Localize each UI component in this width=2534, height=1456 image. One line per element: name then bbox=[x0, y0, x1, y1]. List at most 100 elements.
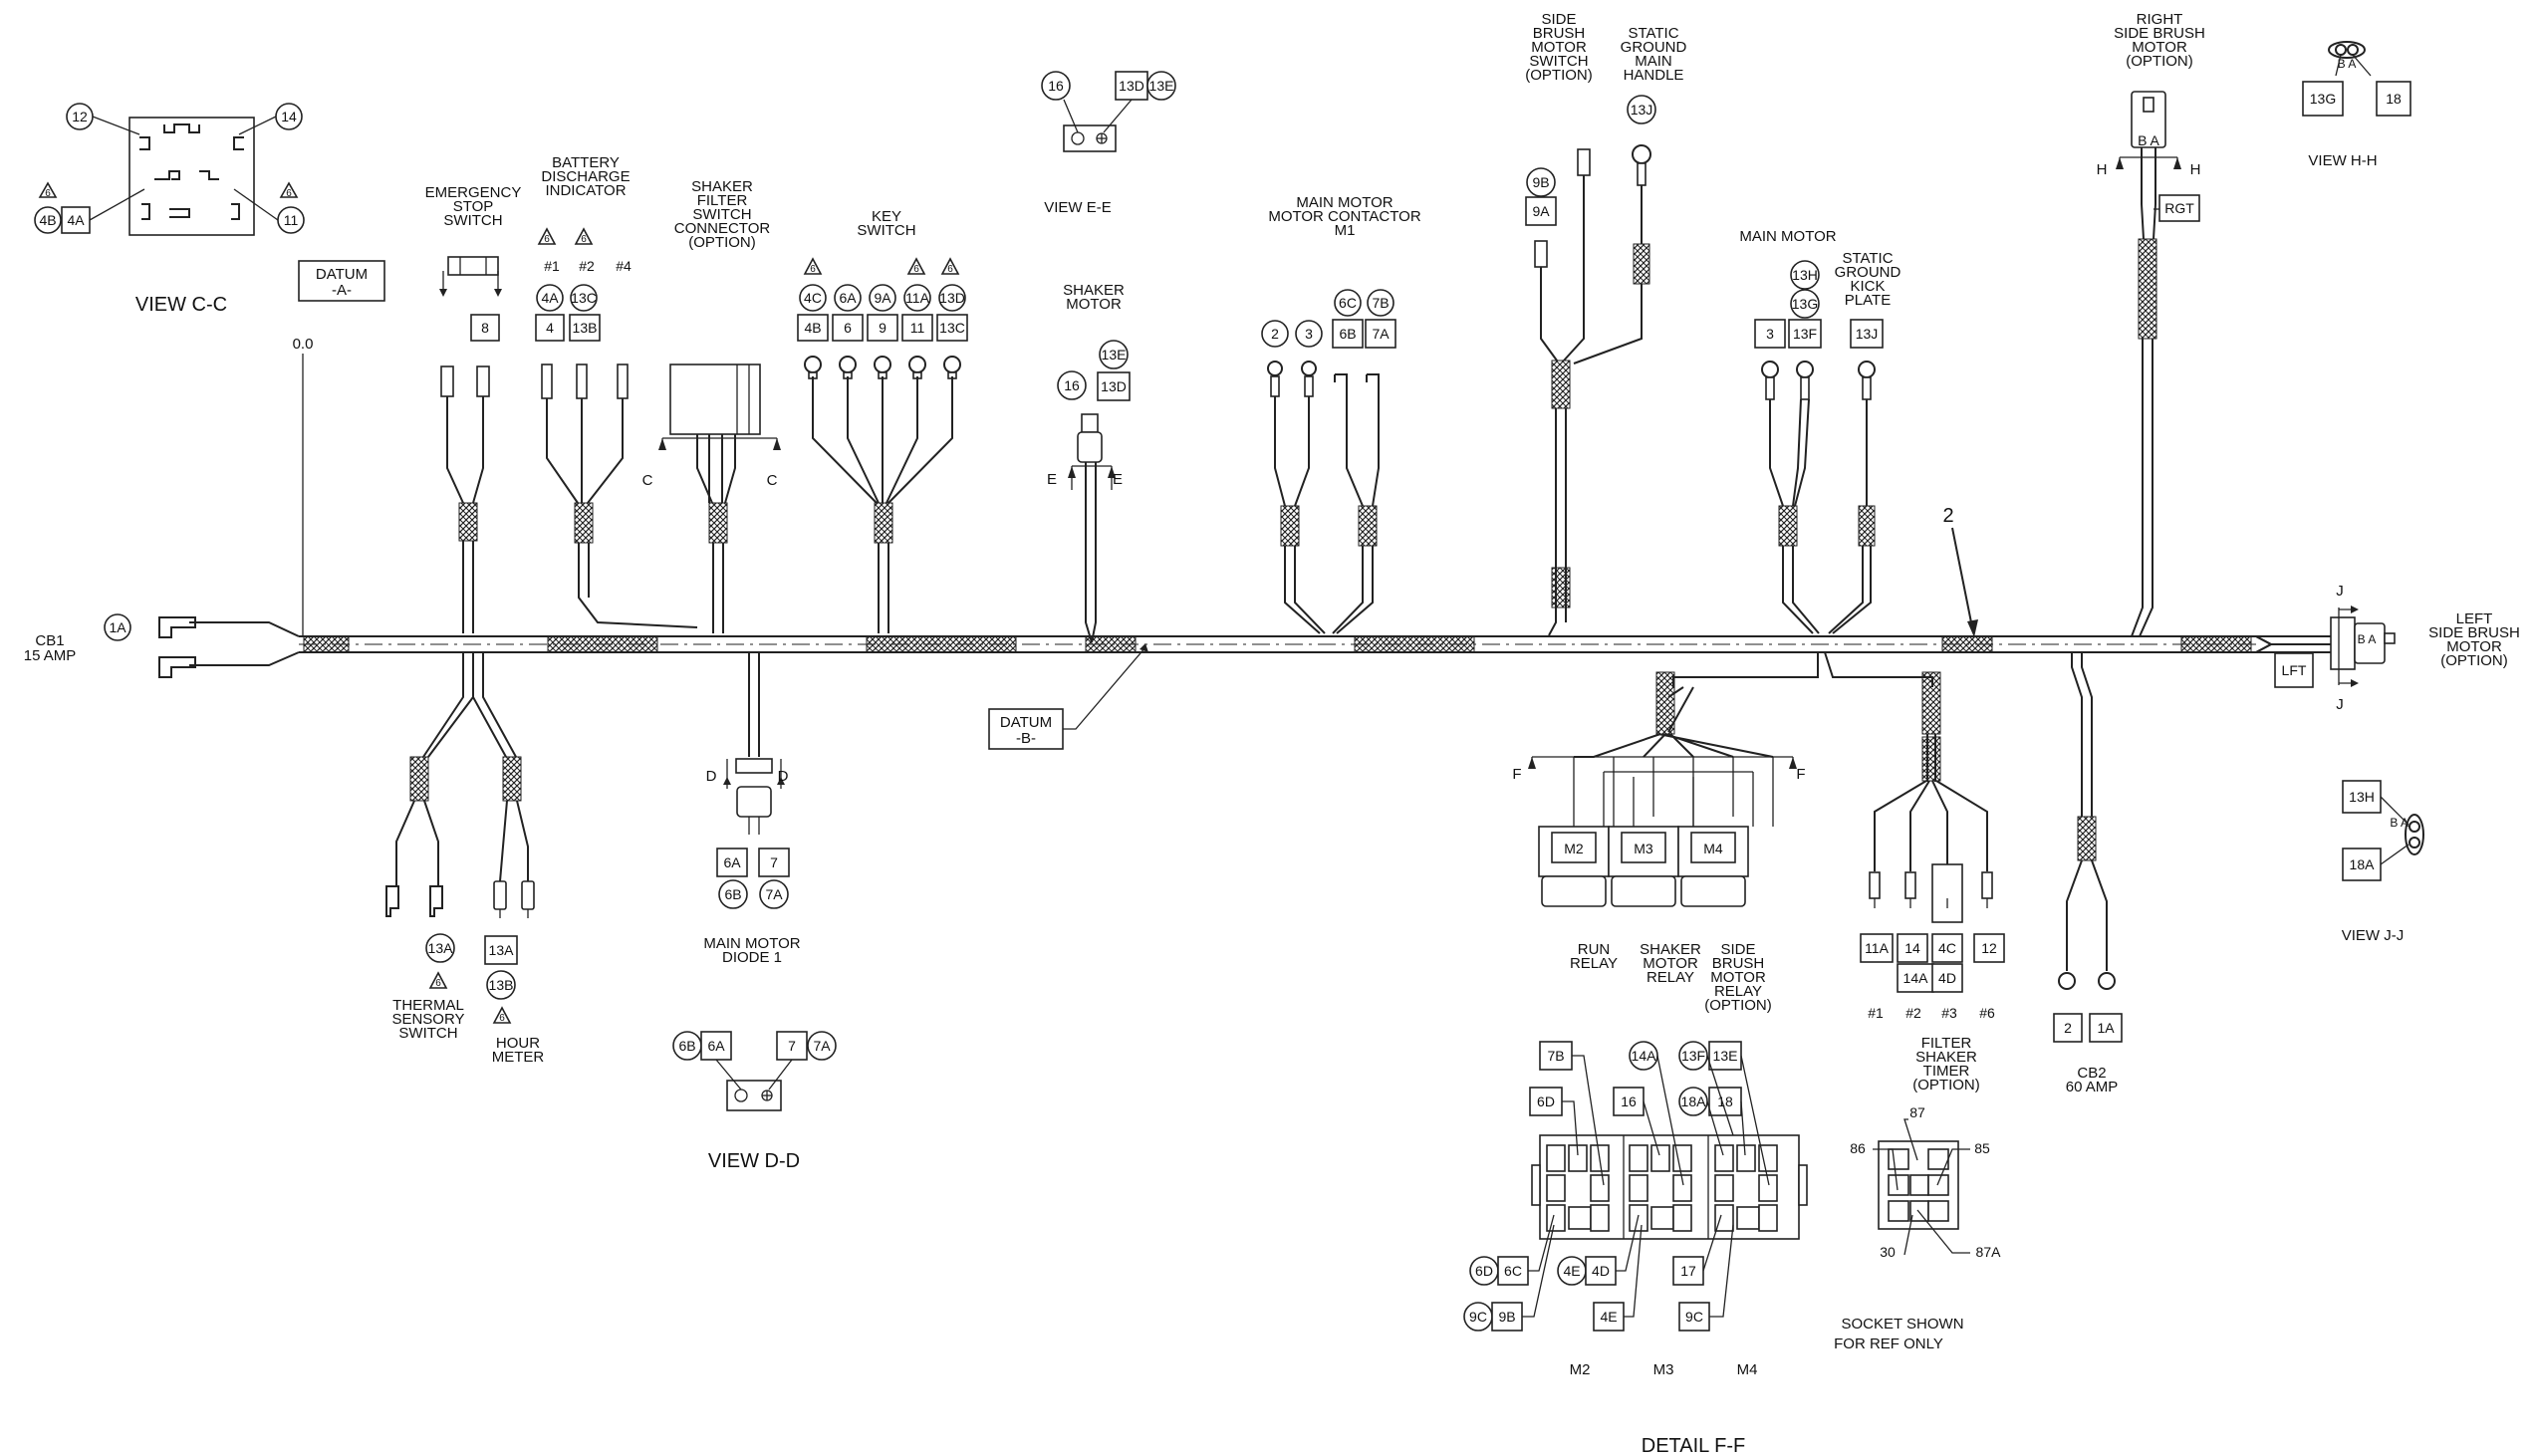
cb2-breaker: 2 1A CB2 60 AMP bbox=[2053, 652, 2123, 1095]
svg-text:11A: 11A bbox=[1865, 940, 1890, 956]
svg-text:13H: 13H bbox=[1792, 267, 1818, 283]
svg-text:B A: B A bbox=[2138, 132, 2159, 148]
svg-text:C: C bbox=[767, 472, 778, 489]
svg-text:M1: M1 bbox=[1335, 222, 1356, 239]
svg-text:1A: 1A bbox=[2097, 1020, 2115, 1036]
svg-text:MAIN: MAIN bbox=[1635, 53, 1672, 70]
ring-terminal bbox=[874, 356, 891, 373]
svg-text:FOR REF ONLY: FOR REF ONLY bbox=[1834, 1335, 1943, 1352]
svg-text:(OPTION): (OPTION) bbox=[2440, 652, 2508, 669]
svg-text:HOUR: HOUR bbox=[496, 1035, 540, 1052]
svg-text:(OPTION): (OPTION) bbox=[1912, 1077, 1980, 1093]
svg-text:SOCKET SHOWN: SOCKET SHOWN bbox=[1841, 1316, 1963, 1333]
wire-box bbox=[797, 314, 829, 342]
svg-text:6A: 6A bbox=[723, 854, 741, 870]
main-motor-diode: D D 6A 7 6B 7A MAIN MOTOR DIODE 1 bbox=[703, 652, 801, 966]
svg-text:LEFT: LEFT bbox=[2456, 610, 2493, 627]
svg-text:GROUND: GROUND bbox=[1621, 39, 1687, 56]
svg-text:DETAIL F-F: DETAIL F-F bbox=[1642, 1435, 1745, 1456]
svg-text:SHAKER: SHAKER bbox=[691, 178, 753, 195]
svg-text:CONNECTOR: CONNECTOR bbox=[674, 220, 771, 237]
cb1-label: CB1 bbox=[35, 632, 64, 649]
cb1-rating: 15 AMP bbox=[24, 647, 77, 664]
ring-terminal bbox=[839, 356, 857, 373]
svg-text:D: D bbox=[778, 768, 789, 785]
svg-text:17: 17 bbox=[1680, 1263, 1696, 1279]
svg-text:RELAY: RELAY bbox=[1570, 955, 1618, 972]
svg-text:STATIC: STATIC bbox=[1628, 25, 1678, 42]
svg-text:SWITCH: SWITCH bbox=[443, 212, 502, 229]
wire-label: 11 bbox=[910, 320, 925, 336]
svg-text:VIEW H-H: VIEW H-H bbox=[2308, 152, 2377, 169]
svg-text:J: J bbox=[2336, 583, 2344, 600]
svg-text:M4: M4 bbox=[1703, 841, 1723, 856]
svg-text:DIODE 1: DIODE 1 bbox=[722, 949, 782, 966]
svg-text:PLATE: PLATE bbox=[1845, 292, 1891, 309]
shaker-motor: SHAKER MOTOR 13E 16 13D E E bbox=[1047, 282, 1131, 643]
svg-text:CB2: CB2 bbox=[2077, 1065, 2106, 1082]
hour-meter: 13A 13B 6 HOUR METER bbox=[472, 652, 544, 1066]
wire-label: 4C bbox=[804, 290, 822, 306]
svg-text:6: 6 bbox=[435, 978, 441, 989]
svg-text:J: J bbox=[2336, 696, 2344, 713]
svg-text:13A: 13A bbox=[489, 942, 515, 958]
svg-text:RELAY: RELAY bbox=[1647, 969, 1694, 986]
svg-text:2: 2 bbox=[1942, 505, 1953, 527]
wire-box bbox=[936, 314, 968, 342]
svg-text:7: 7 bbox=[770, 854, 778, 870]
svg-text:13C: 13C bbox=[571, 290, 597, 306]
svg-text:14A: 14A bbox=[1632, 1048, 1657, 1064]
left-side-brush-motor: B A J J LFT LEFT SIDE BRUSH MOTOR (OPTIO… bbox=[2253, 583, 2520, 713]
svg-text:13B: 13B bbox=[489, 977, 514, 993]
svg-text:SIDE BRUSH: SIDE BRUSH bbox=[2114, 25, 2205, 42]
shaker-filter-switch-connector: SHAKER FILTER SWITCH CONNECTOR (OPTION) … bbox=[642, 178, 781, 633]
view-jj: 13H 18A B A VIEW J-J bbox=[2342, 780, 2424, 944]
main-motor: MAIN MOTOR STATIC GROUND KICK PLATE 13H … bbox=[1739, 228, 1900, 634]
svg-text:13D: 13D bbox=[1101, 378, 1127, 394]
svg-text:MOTOR: MOTOR bbox=[1710, 969, 1766, 986]
svg-text:-B-: -B- bbox=[1016, 730, 1036, 747]
svg-text:16: 16 bbox=[1621, 1093, 1637, 1109]
svg-text:F: F bbox=[1512, 766, 1521, 783]
wire-label: 9A bbox=[874, 290, 891, 306]
svg-text:E: E bbox=[1113, 471, 1123, 488]
svg-text:6A: 6A bbox=[707, 1038, 725, 1054]
svg-text:13J: 13J bbox=[1631, 102, 1653, 118]
svg-text:F: F bbox=[1796, 766, 1805, 783]
emergency-stop-switch: EMERGENCY STOP SWITCH 8 bbox=[425, 184, 521, 633]
svg-text:FILTER: FILTER bbox=[697, 192, 748, 209]
svg-text:MOTOR: MOTOR bbox=[1066, 296, 1122, 313]
svg-text:6: 6 bbox=[544, 234, 550, 245]
svg-text:13E: 13E bbox=[1713, 1048, 1738, 1064]
svg-text:30: 30 bbox=[1880, 1244, 1896, 1260]
svg-text:#2: #2 bbox=[1905, 1005, 1921, 1021]
svg-text:6D: 6D bbox=[1475, 1263, 1493, 1279]
svg-text:13A: 13A bbox=[428, 940, 454, 956]
svg-text:4E: 4E bbox=[1600, 1309, 1617, 1325]
svg-text:6B: 6B bbox=[678, 1038, 695, 1054]
wire-box bbox=[867, 314, 898, 342]
svg-text:KEY: KEY bbox=[872, 208, 901, 225]
battery-discharge-indicator: BATTERY DISCHARGE INDICATOR 6 6 #1 #2 #4… bbox=[535, 154, 698, 628]
svg-text:7B: 7B bbox=[1372, 295, 1389, 311]
svg-text:2: 2 bbox=[2064, 1020, 2072, 1036]
svg-text:9C: 9C bbox=[1685, 1309, 1703, 1325]
svg-text:13E: 13E bbox=[1149, 78, 1174, 94]
svg-text:13E: 13E bbox=[1102, 347, 1127, 363]
svg-text:HANDLE: HANDLE bbox=[1624, 67, 1684, 84]
wire-circle bbox=[903, 284, 931, 312]
svg-text:7: 7 bbox=[788, 1038, 796, 1054]
svg-text:SHAKER: SHAKER bbox=[1640, 941, 1701, 958]
svg-text:7A: 7A bbox=[765, 886, 783, 902]
svg-text:MOTOR: MOTOR bbox=[2446, 638, 2502, 655]
svg-text:BATTERY: BATTERY bbox=[552, 154, 620, 171]
svg-text:7A: 7A bbox=[813, 1038, 831, 1054]
svg-text:SWITCH: SWITCH bbox=[857, 222, 915, 239]
wire-label: 4B bbox=[39, 212, 56, 228]
cb1-breaker: 1A CB1 15 AMP bbox=[24, 613, 196, 678]
ring-terminal bbox=[908, 356, 926, 373]
svg-text:STATIC: STATIC bbox=[1842, 250, 1893, 267]
svg-text:#2: #2 bbox=[579, 258, 595, 274]
ring-terminal bbox=[943, 356, 961, 373]
svg-text:MOTOR CONTACTOR: MOTOR CONTACTOR bbox=[1268, 208, 1421, 225]
